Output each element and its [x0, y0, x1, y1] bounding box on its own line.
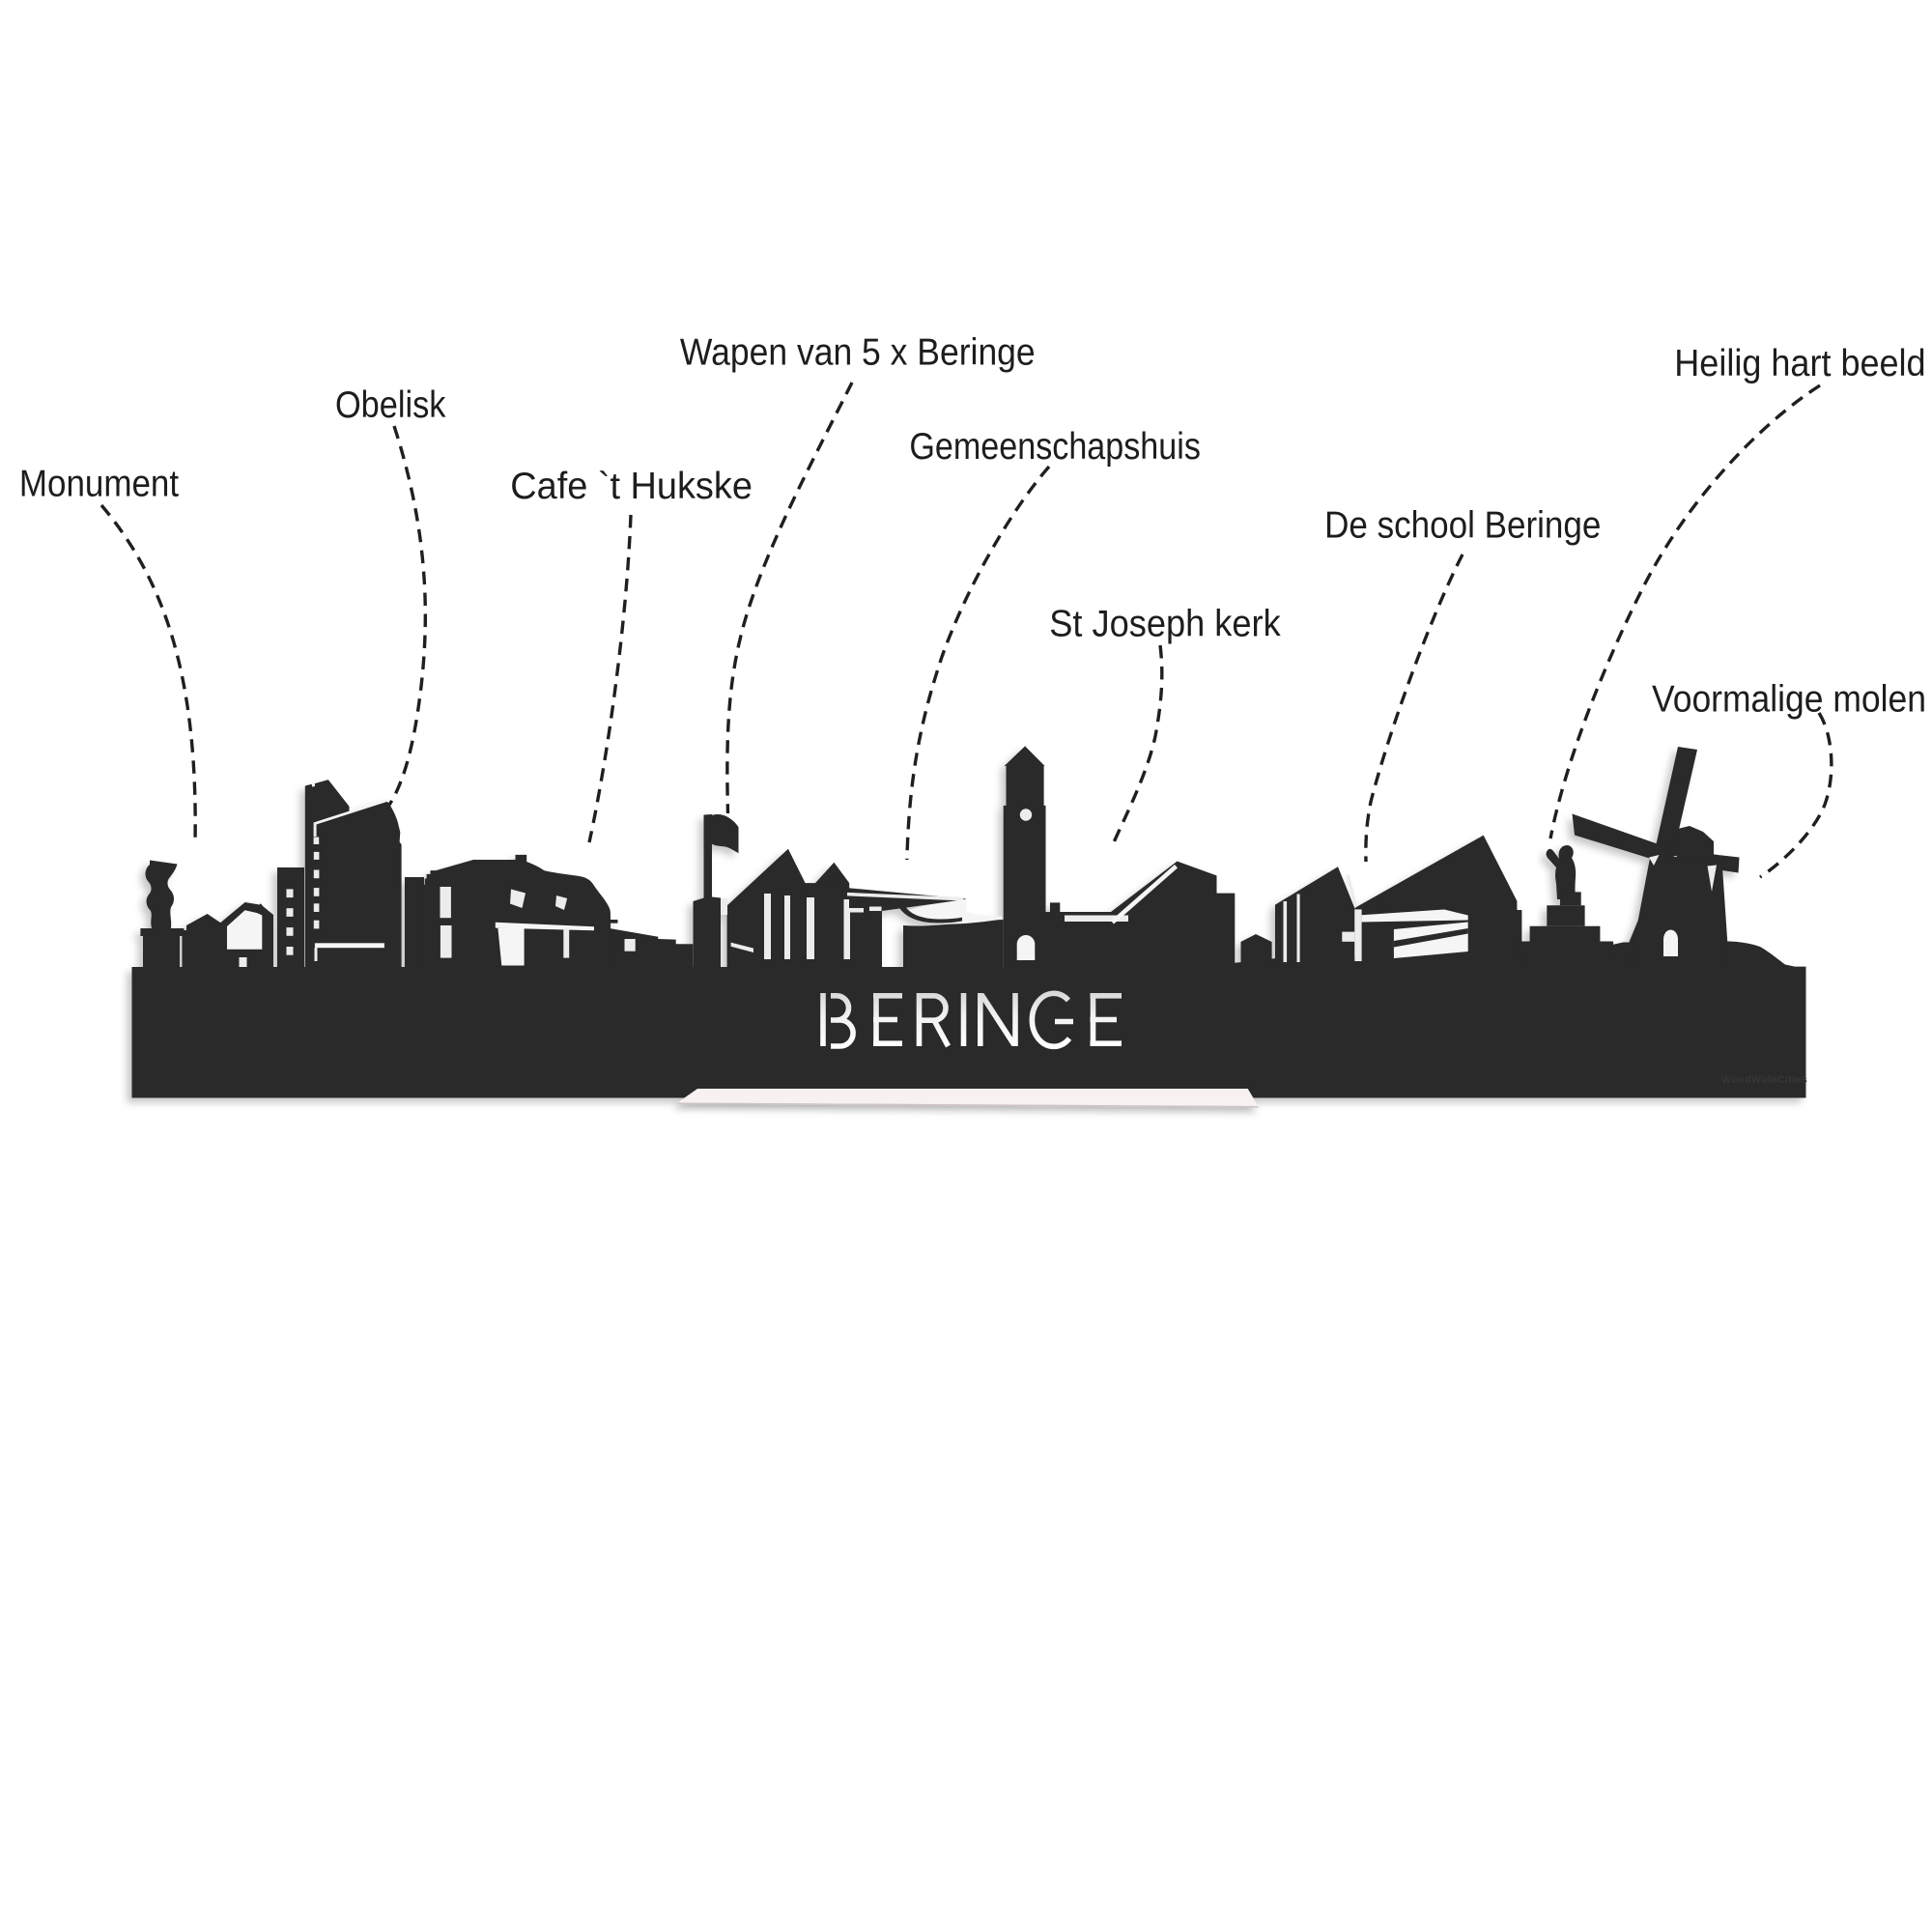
svg-text:Obelisk: Obelisk	[335, 384, 446, 426]
svg-text:Heilig hart beeld: Heilig hart beeld	[1674, 343, 1925, 384]
svg-text:WoodWideCities: WoodWideCities	[1721, 1074, 1807, 1086]
svg-text:Wapen van 5 x Beringe: Wapen van 5 x Beringe	[680, 332, 1036, 374]
svg-text:Voormalige molen: Voormalige molen	[1652, 678, 1926, 720]
svg-text:St Joseph kerk: St Joseph kerk	[1049, 604, 1281, 645]
svg-text:De school Beringe: De school Beringe	[1324, 505, 1601, 547]
svg-text:Monument: Monument	[19, 463, 179, 504]
svg-text:Gemeenschapshuis: Gemeenschapshuis	[909, 426, 1201, 468]
svg-text:Cafe `t Hukske: Cafe `t Hukske	[510, 466, 753, 507]
